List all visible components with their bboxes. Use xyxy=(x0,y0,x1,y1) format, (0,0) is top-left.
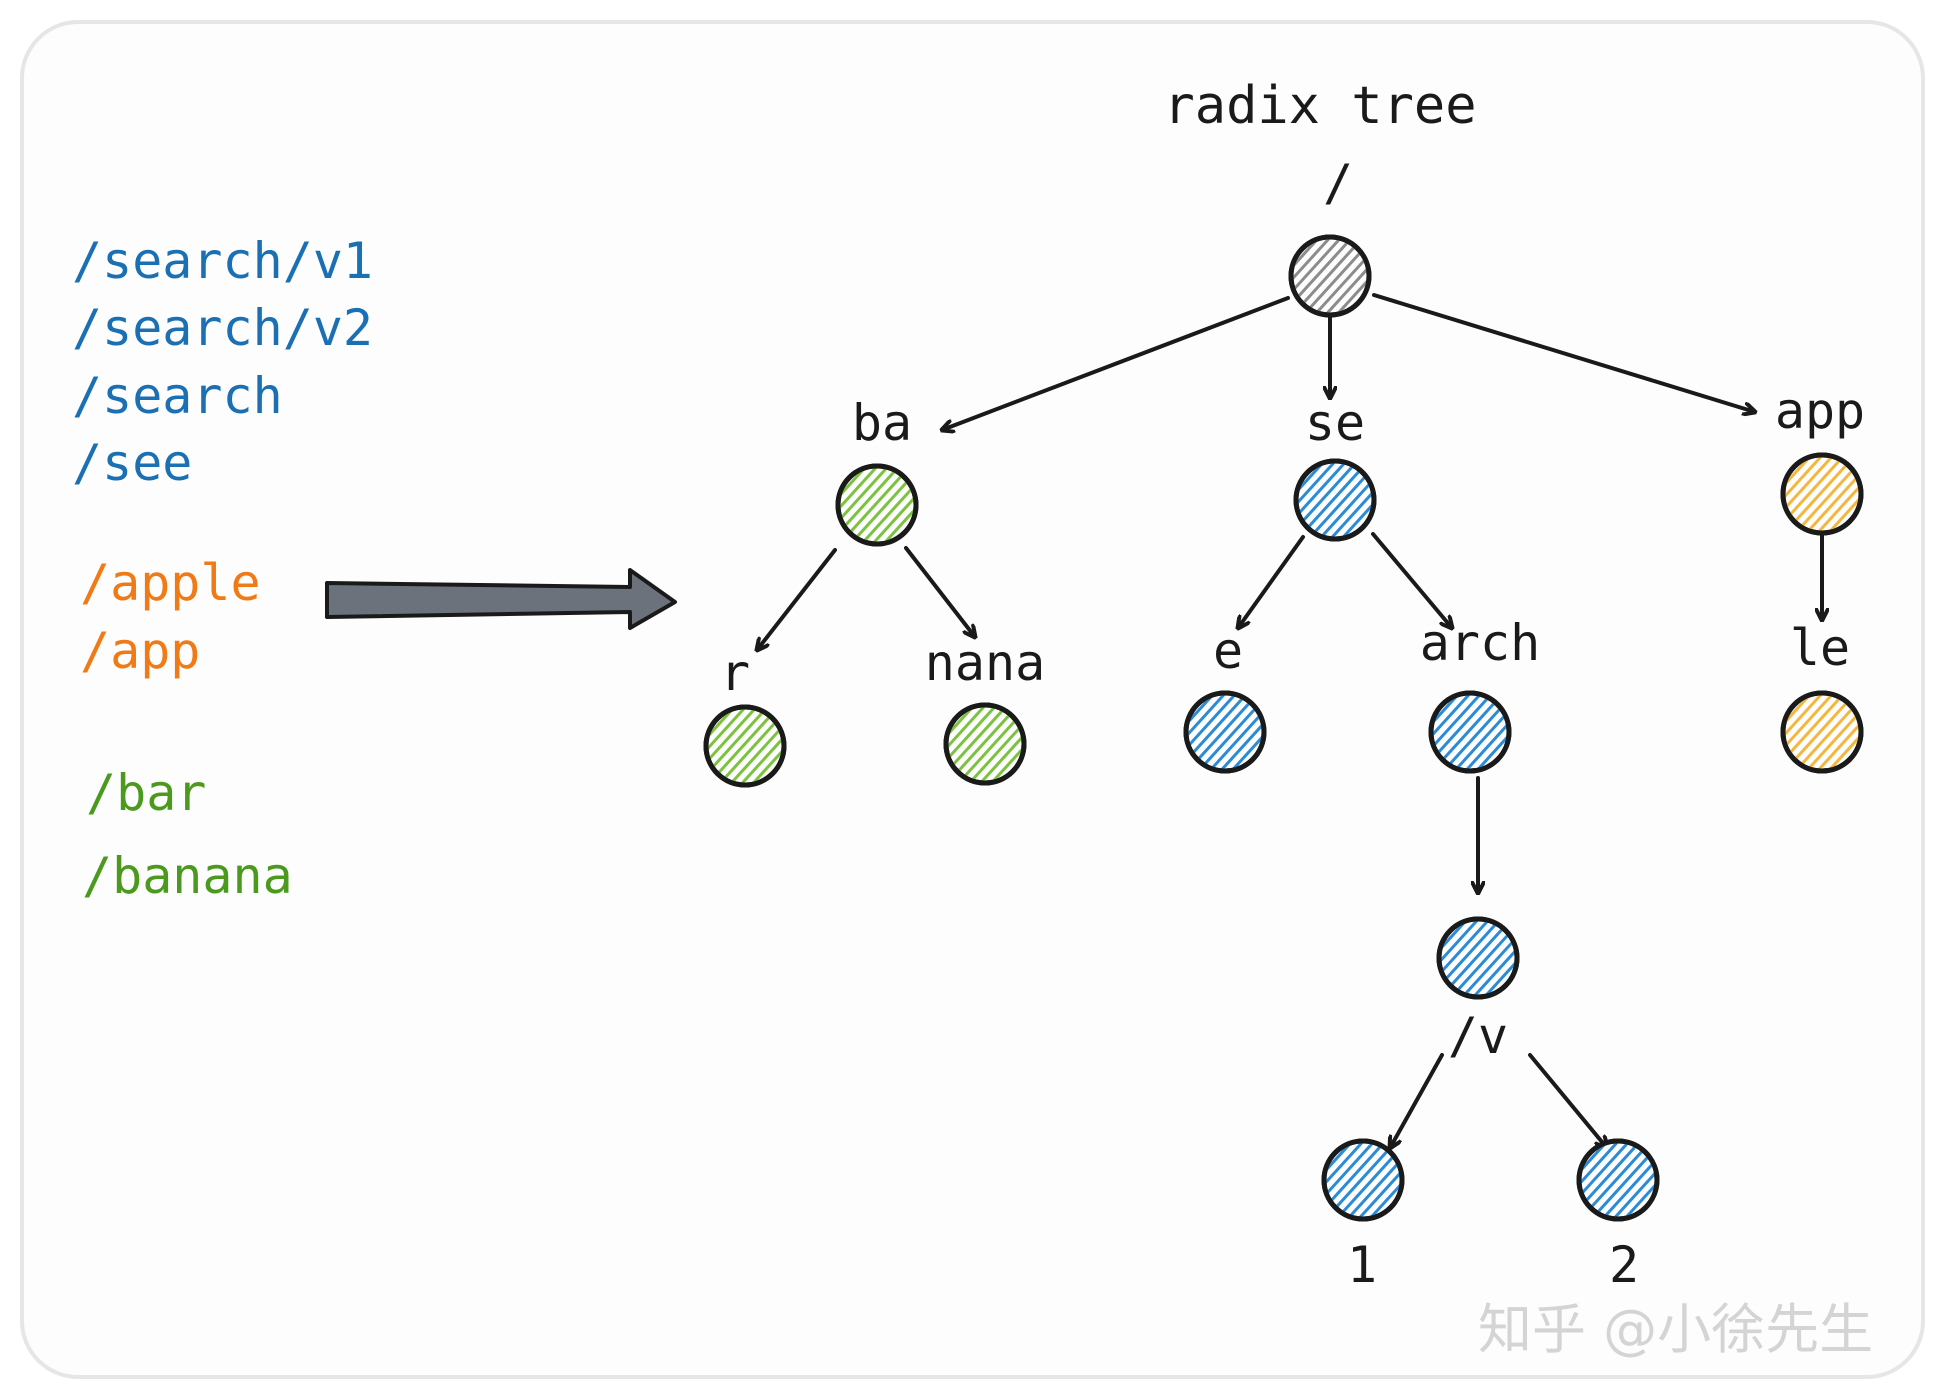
node-label-1: 1 xyxy=(1347,1236,1377,1294)
route-list-orange: /apple /app xyxy=(80,554,261,680)
route-item: /search xyxy=(72,367,283,425)
tree-edges xyxy=(757,293,1822,1148)
edge-se-arch xyxy=(1371,532,1452,628)
tree-node-root xyxy=(1288,234,1372,318)
tree-labels: / ba se app r nana e arch le /v 1 2 xyxy=(720,154,1865,1294)
tree-nodes xyxy=(703,234,1864,1222)
route-item: /app xyxy=(80,622,200,680)
watermark: 知乎 @小徐先生 xyxy=(1478,1298,1873,1361)
edge-root-ba xyxy=(942,296,1290,430)
route-item: /search/v2 xyxy=(72,299,373,357)
node-label-2: 2 xyxy=(1609,1236,1639,1294)
edge-se-e xyxy=(1238,535,1305,628)
node-label-nana: nana xyxy=(925,634,1045,692)
node-label-e: e xyxy=(1213,622,1243,680)
route-item: /bar xyxy=(86,764,206,822)
node-label-r: r xyxy=(720,644,750,702)
node-label-app: app xyxy=(1775,382,1865,440)
edge-ba-nana xyxy=(904,546,975,637)
tree-node-le xyxy=(1780,690,1864,774)
tree-node-app xyxy=(1780,452,1864,536)
node-label-ba: ba xyxy=(852,394,912,452)
node-label-arch: arch xyxy=(1420,614,1540,672)
tree-node-ba xyxy=(835,463,919,547)
edge-v-2 xyxy=(1528,1053,1607,1148)
route-item: /search/v1 xyxy=(72,232,373,290)
tree-node-se xyxy=(1293,458,1377,542)
tree-node-nana xyxy=(943,702,1027,786)
tree-node-v xyxy=(1436,916,1520,1000)
node-label-root: / xyxy=(1323,154,1353,212)
edge-root-app xyxy=(1372,293,1755,412)
route-list-green: /bar /banana xyxy=(82,764,293,905)
tree-node-two xyxy=(1576,1138,1660,1222)
node-label-le: le xyxy=(1790,619,1850,677)
route-item: /see xyxy=(72,434,192,492)
tree-node-arch xyxy=(1428,690,1512,774)
tree-node-one xyxy=(1321,1138,1405,1222)
tree-node-e xyxy=(1183,690,1267,774)
route-list-blue: /search/v1 /search/v2 /search /see xyxy=(72,232,373,492)
diagram-title: radix tree xyxy=(1163,76,1476,136)
node-label-v: /v xyxy=(1448,1007,1508,1065)
route-item: /apple xyxy=(80,554,261,612)
edge-v-1 xyxy=(1390,1053,1444,1148)
node-label-se: se xyxy=(1305,394,1365,452)
route-item: /banana xyxy=(82,847,293,905)
tree-node-r xyxy=(703,704,787,788)
conversion-arrow xyxy=(325,568,677,630)
edge-ba-r xyxy=(757,548,837,650)
